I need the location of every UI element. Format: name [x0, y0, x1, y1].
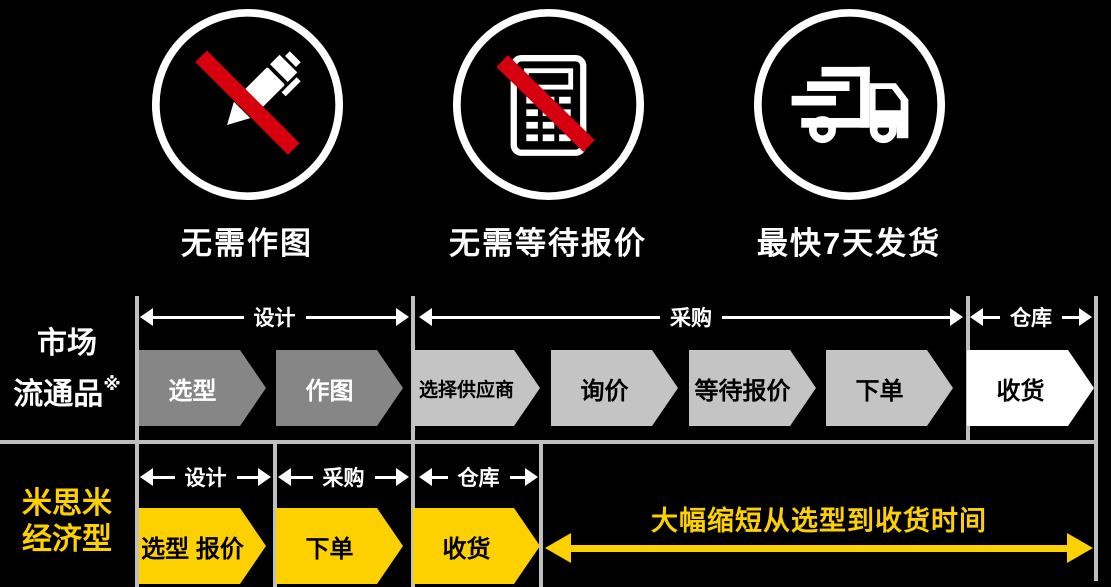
arrowhead-left-icon: [419, 468, 432, 486]
bracket-line: [432, 475, 448, 479]
step-label: 下单: [855, 377, 904, 405]
bracket-line: [305, 315, 396, 319]
feature-fast-delivery: 最快7天发货: [739, 8, 959, 263]
phase-label-design: 设计: [253, 307, 296, 330]
step-label: 下单: [305, 535, 354, 563]
step-label: 选择供应商: [418, 379, 514, 401]
grid-line-procure-start: [411, 296, 415, 587]
bracket-line: [1062, 315, 1079, 319]
phase-label-warehouse: 仓库: [1010, 307, 1052, 330]
grid-line-misumi-procure: [273, 440, 277, 587]
feature-no-drawing: 无需作图: [137, 8, 357, 263]
bracket-line: [983, 315, 1000, 319]
step-label: 询价: [580, 377, 629, 405]
calculator-crossed-icon: [452, 8, 644, 201]
step-label: 选型 报价: [141, 535, 244, 563]
arrowhead-right-icon: [1079, 308, 1092, 326]
bracket-line: [509, 475, 525, 479]
grid-line-right-end: [1094, 296, 1098, 581]
bracket-line: [153, 315, 244, 319]
feature-label: 无需等待报价: [449, 226, 647, 261]
step-label: 选型: [168, 377, 217, 405]
arrowhead-right-icon: [258, 468, 271, 486]
feature-label: 无需作图: [181, 226, 313, 261]
market-step-inquiry: 询价: [551, 350, 678, 426]
arrowhead-left-icon: [970, 308, 983, 326]
arrowhead-left-icon: [545, 533, 571, 563]
arrowhead-left-icon: [140, 308, 153, 326]
arrowhead-right-icon: [950, 308, 963, 326]
step-label: 收货: [442, 535, 491, 563]
misumi-step-receive-goods: 收货: [413, 508, 540, 584]
market-label-line2: 流通品: [13, 378, 104, 411]
arrowhead-left-icon: [140, 468, 153, 486]
market-phase-bracket-warehouse: 仓库: [970, 307, 1092, 330]
phase-label-design: 设计: [184, 467, 227, 490]
arrowhead-right-icon: [396, 468, 409, 486]
market-phase-bracket-design: 设计: [140, 307, 409, 330]
misumi-step-selection-quotation: 选型 报价: [139, 508, 266, 584]
feature-label: 最快7天发货: [756, 226, 942, 261]
bracket-line: [432, 315, 660, 319]
arrowhead-right-icon: [1067, 533, 1093, 563]
row-divider-line: [0, 440, 1098, 444]
feature-no-quotation-wait: 无需等待报价: [438, 8, 658, 263]
bracket-line: [291, 475, 313, 479]
arrowhead-left-icon: [278, 468, 291, 486]
phase-label-procurement: 采购: [670, 307, 712, 330]
misumi-step-place-order: 下单: [276, 508, 403, 584]
bracket-line: [722, 315, 950, 319]
step-label: 作图: [305, 377, 354, 405]
step-label: 收货: [996, 377, 1045, 405]
arrowhead-right-icon: [525, 468, 538, 486]
pencil-crossed-icon: [151, 8, 343, 201]
market-phase-bracket-procurement: 采购: [419, 307, 963, 330]
market-label-line1: 市场: [37, 327, 97, 360]
bracket-line: [153, 475, 175, 479]
market-step-place-order: 下单: [826, 350, 953, 426]
step-label: 等待报价: [694, 377, 791, 405]
bracket-line: [374, 475, 396, 479]
bracket-line: [236, 475, 258, 479]
misumi-row-label: 米思米 经济型: [0, 486, 134, 558]
arrowhead-right-icon: [396, 308, 409, 326]
time-saving-text: 大幅缩短从选型到收货时间: [651, 506, 987, 536]
market-step-selection: 选型: [139, 350, 266, 426]
market-step-choose-supplier: 选择供应商: [413, 350, 540, 426]
phase-label-procurement: 采购: [322, 467, 365, 490]
misumi-phase-bracket-warehouse: 仓库: [419, 467, 538, 490]
market-step-wait-quotation: 等待报价: [689, 350, 816, 426]
market-row-label: 市场 流通品※: [0, 324, 134, 415]
misumi-label-line1: 米思米: [22, 487, 112, 520]
time-saving-arrow: [545, 533, 1093, 563]
grid-line-design-start: [135, 296, 139, 587]
delivery-truck-icon: [753, 8, 945, 201]
market-step-receive-goods: 收货: [967, 350, 1094, 426]
market-label-note: ※: [103, 374, 121, 394]
misumi-phase-bracket-design: 设计: [140, 467, 271, 490]
arrow-line: [571, 544, 1067, 552]
arrowhead-left-icon: [419, 308, 432, 326]
market-step-drawing: 作图: [276, 350, 403, 426]
phase-label-warehouse: 仓库: [457, 467, 500, 490]
grid-line-misumi-warehouse: [539, 440, 543, 587]
misumi-label-line2: 经济型: [22, 523, 112, 556]
misumi-phase-bracket-procurement: 采购: [278, 467, 409, 490]
